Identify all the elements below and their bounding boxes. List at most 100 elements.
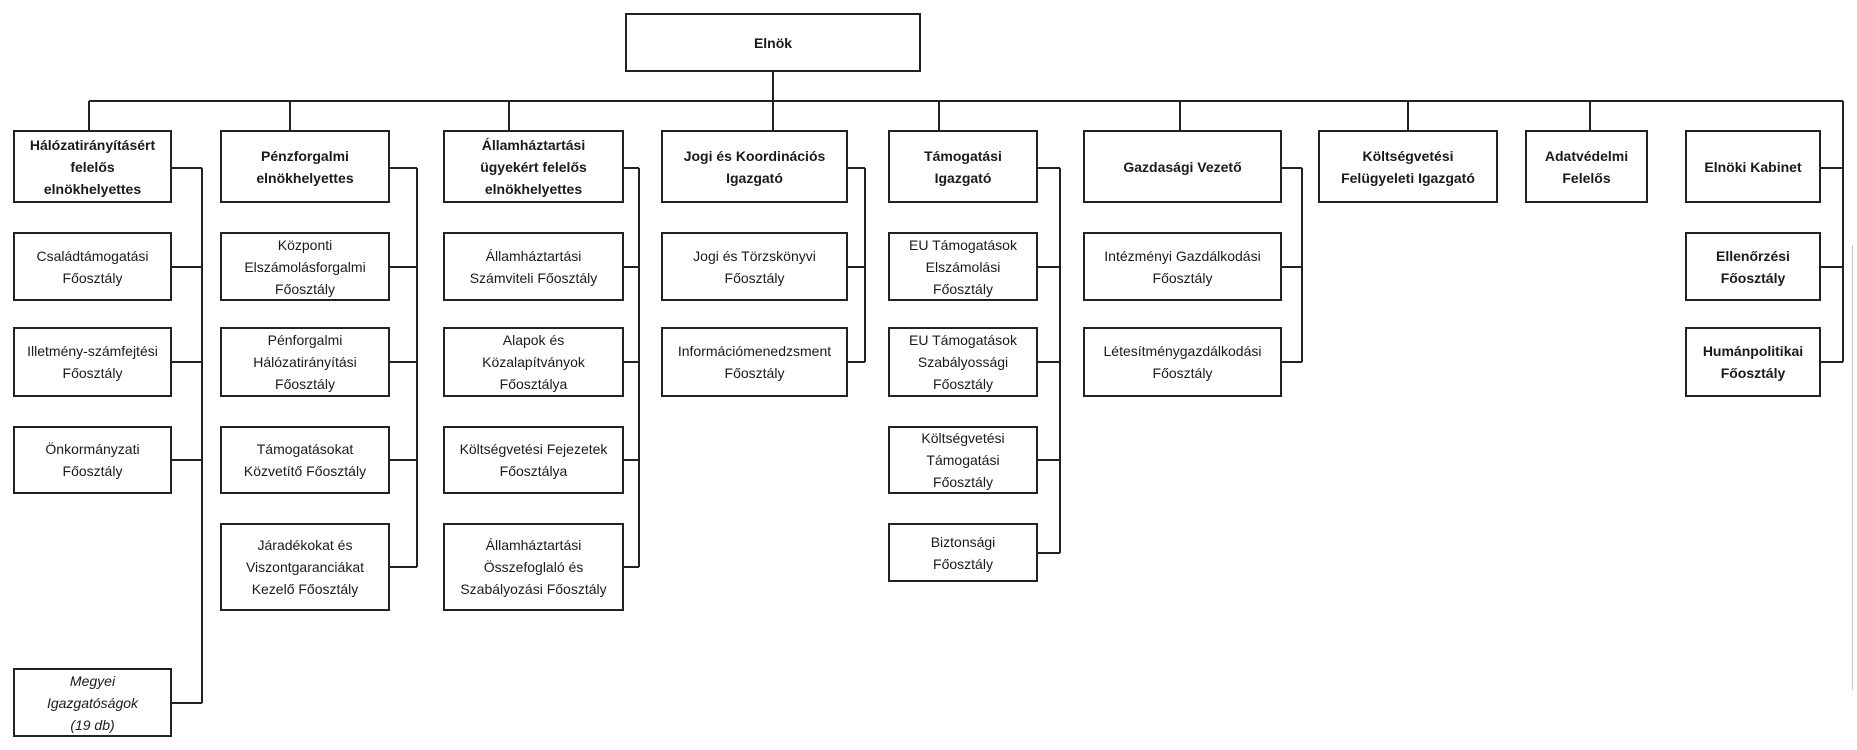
box-label-line: EU Támogatások <box>909 332 1017 348</box>
box-label-line: Költségvetési <box>921 430 1005 446</box>
box-label-line: Főosztály <box>933 376 993 392</box>
box-label-line: Főosztály <box>933 474 993 490</box>
box-label-line: Főosztálya <box>499 463 568 479</box>
box-label-line: Főosztály <box>1152 365 1213 381</box>
box-label-line: Felelős <box>1562 169 1611 186</box>
box-label-line: elnökhelyettes <box>256 169 354 186</box>
box-label-line: EU Támogatások <box>909 236 1017 253</box>
unit-box: Elnöki Kabinet <box>1685 130 1821 203</box>
unit-box: Államháztartási ügyekért felelős elnökhely… <box>443 130 624 203</box>
unit-box: Gazdasági Vezető <box>1083 130 1282 203</box>
box-label-line: Közvetítő Főosztály <box>243 463 367 479</box>
box-label-line: Elszámolásforgalmi <box>244 258 366 275</box>
box-label-line: Főosztály <box>1720 269 1786 286</box>
box-label-line: Pénforgalmi <box>267 332 343 348</box>
unit-box: Hálózatirányításért felelős elnökhelyettes <box>13 130 172 203</box>
box-label-line: Államháztartási <box>485 537 582 553</box>
box-label-line: Főosztály <box>933 280 993 297</box>
box-label-line: Kezelő Főosztály <box>251 581 359 597</box>
box-label-line: Főosztály <box>724 269 785 286</box>
box-label-line: Jogi és Törzskönyvi <box>693 247 816 264</box>
box-label-line: Főosztály <box>62 365 123 381</box>
box-label-line: Költségvetési <box>1362 147 1454 164</box>
unit-box: Pénzforgalmi elnökhelyettes <box>220 130 390 203</box>
box-label-line: elnökhelyettes <box>484 180 583 197</box>
box-label-line: elnökhelyettes <box>43 180 142 197</box>
box-label-line: Főosztály <box>933 555 993 572</box>
box-label-line: Igazgató <box>726 169 783 186</box>
box-label-line: Támogatási <box>926 452 1000 468</box>
box-label-line: Intézményi Gazdálkodási <box>1104 247 1261 264</box>
box-label-line: Államháztartási <box>485 247 582 264</box>
scrollbar-edge <box>1852 245 1853 690</box>
box-label-line: Létesítménygazdálkodási <box>1103 343 1262 359</box>
box-label-line: Államháztartási <box>481 136 586 153</box>
box-label-line: Pénzforgalmi <box>261 147 349 164</box>
box-label-line: ügyekért felelős <box>480 158 587 175</box>
box-label-line: Támogatási <box>924 147 1002 164</box>
box-label-line: Jogi és Koordinációs <box>683 147 826 164</box>
box-label-line: Hálózatirányítási <box>253 354 357 370</box>
box-label-line: Adatvédelmi <box>1544 147 1629 164</box>
box-label-line: Elnöki Kabinet <box>1704 158 1802 175</box>
box-label-line: Szabályossági <box>917 354 1009 370</box>
box-label-line: Főosztály <box>1152 269 1213 286</box>
box-label-line: Ellenőrzési <box>1716 247 1790 264</box>
box-label-line: Elnök <box>753 34 793 51</box>
president-box: Elnök <box>625 13 921 72</box>
box-label-line: felelős <box>70 158 115 175</box>
box-label-line: Főosztály <box>62 269 123 286</box>
box-label-line: Humánpolitikai <box>1702 343 1804 359</box>
box-label-line: Főosztály <box>724 365 785 381</box>
box-label-line: Gazdasági Vezető <box>1123 158 1242 175</box>
box-label-line: Elszámolási <box>925 258 1001 275</box>
box-label-line: Biztonsági <box>930 533 996 550</box>
box-label-line: Felügyeleti Igazgató <box>1341 169 1475 186</box>
box-label-line: Főosztály <box>1720 365 1786 381</box>
box-label-line: Illetmény-számfejtési <box>27 343 158 359</box>
box-label-line: Hálózatirányításért <box>29 136 156 153</box>
box-label-line: Összefoglaló és <box>483 559 584 575</box>
box-label-line: Megyei <box>69 672 116 689</box>
box-label-line: Főosztálya <box>499 376 568 392</box>
box-label-line: Főosztály <box>275 376 335 392</box>
box-label-line: Támogatásokat <box>256 441 354 457</box>
box-label-line: Viszontgaranciákat <box>245 559 365 575</box>
box-label-line: Főosztály <box>275 280 335 297</box>
box-label-line: Információmenedzsment <box>677 343 832 359</box>
box-label-line: Számviteli Főosztály <box>469 269 598 286</box>
box-label-line: Közalapítványok <box>482 354 585 370</box>
box-label-line: Igazgató <box>934 169 992 186</box>
box-label-line: Igazgatóságok <box>46 694 139 711</box>
box-label-line: Központi <box>277 236 333 253</box>
box-label-line: Költségvetési Fejezetek <box>459 441 608 457</box>
box-label-line: Járadékokat és <box>257 537 353 553</box>
box-label-line: Családtámogatási <box>36 247 149 264</box>
